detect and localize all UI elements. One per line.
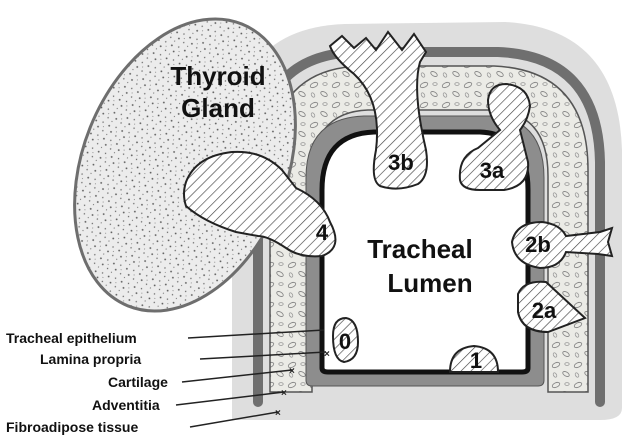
marker-cartilage: × [289, 366, 295, 377]
stage-label-0: 0 [339, 329, 351, 354]
marker-adventitia: × [281, 388, 287, 399]
stage-label-3a: 3a [480, 158, 505, 183]
stage-label-2a: 2a [532, 298, 557, 323]
lumen-label-line1: Tracheal [367, 234, 473, 264]
label-lamina-propria: Lamina propria [40, 351, 141, 367]
stage-label-2b: 2b [525, 232, 551, 257]
thyroid-label-line1: Thyroid [170, 61, 265, 91]
stage-label-3b: 3b [388, 150, 414, 175]
label-fibroadipose-tissue: Fibroadipose tissue [6, 419, 138, 435]
label-adventitia: Adventitia [92, 397, 160, 413]
thyroid-label-line2: Gland [181, 93, 255, 123]
label-tracheal-epithelium: Tracheal epithelium [6, 330, 137, 346]
stage-label-1: 1 [470, 348, 482, 373]
lumen-label-line2: Lumen [387, 268, 472, 298]
label-cartilage: Cartilage [108, 374, 168, 390]
marker-lamina-propria: × [324, 349, 330, 360]
marker-fibroadipose-tissue: × [275, 408, 281, 419]
stage-label-4: 4 [316, 220, 329, 245]
